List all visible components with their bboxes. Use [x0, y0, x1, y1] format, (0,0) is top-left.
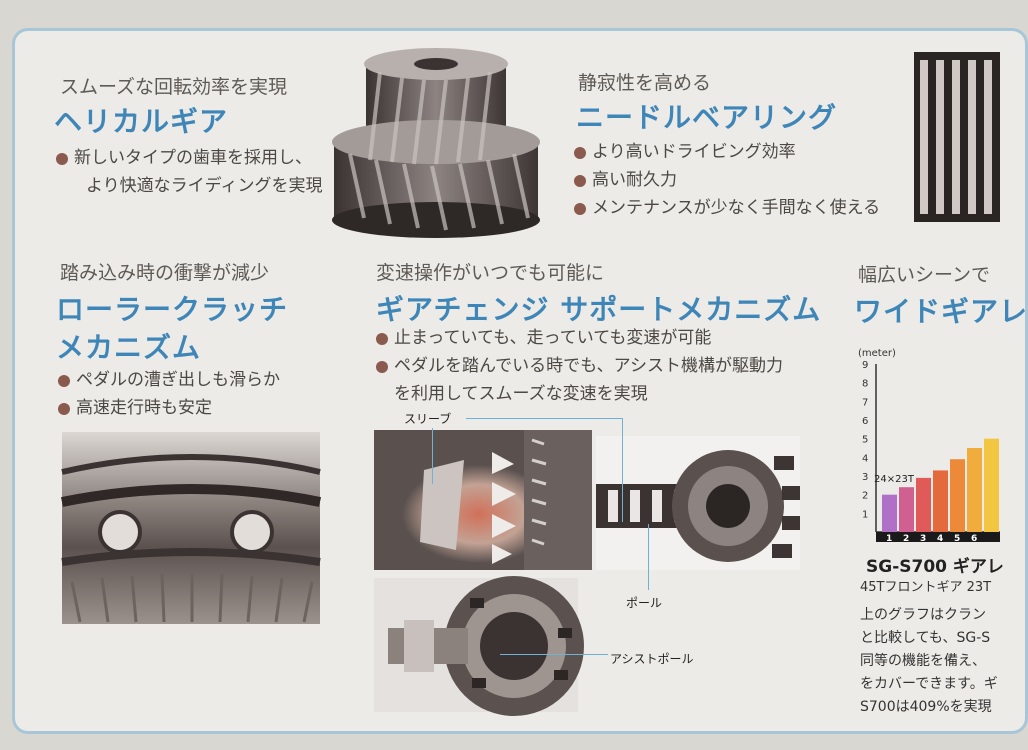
needle-bullet-1: より高いドライビング効率 [574, 138, 880, 166]
chart-ytick-8: 8 [862, 379, 868, 390]
assist-pole-photo [374, 576, 584, 716]
chart-ytick-3: 3 [862, 472, 868, 483]
needle-bullet-2: 高い耐久力 [574, 166, 880, 194]
chart-ylabel: (meter) [858, 348, 896, 359]
sleeve-leader-line [466, 418, 622, 419]
wide-paragraph-line-4: をカバーできます。ギ [860, 676, 998, 692]
chart-bar-7 [984, 438, 999, 532]
helical-subtitle: スムーズな回転効率を実現 [60, 76, 288, 98]
chart-bar-2 [899, 487, 914, 532]
roller-bullets: ペダルの漕ぎ出しも滑らか 高速走行時も安定 [58, 366, 280, 422]
needle-subtitle: 静寂性を高める [578, 72, 712, 94]
roller-bullet-2: 高速走行時も安定 [58, 394, 280, 422]
chart-bar-1 [882, 494, 897, 532]
helical-bullet-1-cont: より快適なライディングを実現 [86, 176, 323, 196]
helical-bullets: 新しいタイプの歯車を採用し、 より快適なライディングを実現 [56, 144, 322, 200]
chart-xtick-1: 1 [886, 534, 892, 544]
roller-heading-2: メカニズム [56, 331, 202, 364]
needle-bullets: より高いドライビング効率 高い耐久力 メンテナンスが少なく手間なく使える [574, 138, 880, 222]
chart-bar-3 [916, 477, 931, 532]
wide-paragraph-line-3: 同等の機能を備え、 [860, 653, 986, 669]
wide-paragraph-line-5: S700は409%を実現 [860, 699, 992, 715]
chart-xtick-2: 2 [903, 534, 909, 544]
chart-xtick-5: 5 [954, 534, 960, 544]
gear-ratio-chart: (meter) 9 8 7 6 5 4 3 2 1 24×23T 1 2 3 4 5 6 [858, 348, 1000, 544]
wide-paragraph: 上のグラフはクラン と比較しても、SG-S 同等の機能を備え、 をカバーできます… [860, 604, 998, 719]
assist-pole-leader-line [500, 654, 608, 655]
chart-caption: 45Tフロントギア 23T [860, 580, 992, 595]
wide-paragraph-line-2: と比較しても、SG-S [860, 630, 991, 646]
roller-bullet-1: ペダルの漕ぎ出しも滑らか [58, 366, 280, 394]
chart-y-ticks: 9 8 7 6 5 4 3 2 1 [862, 360, 868, 520]
chart-title: SG-S700 ギアレ [866, 557, 1004, 577]
chart-xtick-4: 4 [937, 534, 943, 544]
roller-subtitle: 踏み込み時の衝撃が減少 [60, 262, 270, 284]
chart-ytick-2: 2 [862, 491, 868, 502]
assist-pole-label: アシストポール [610, 652, 694, 666]
helical-bullet-1: 新しいタイプの歯車を採用し、 [56, 144, 322, 172]
chart-annotation: 24×23T [874, 474, 915, 485]
chart-xtick-3: 3 [920, 534, 926, 544]
roller-clutch-photo [61, 432, 321, 624]
gearchange-bullet-2-cont: を利用してスムーズな変速を実現 [394, 384, 648, 404]
sleeve-leader-line-down [622, 418, 623, 522]
chart-bar-4 [933, 470, 948, 532]
gearchange-heading: ギアチェンジ サポートメカニズム [376, 293, 822, 326]
wide-subtitle: 幅広いシーンで [858, 264, 991, 286]
chart-xtick-6: 6 [971, 534, 977, 544]
helical-heading: ヘリカルギア [54, 105, 229, 138]
pole-label: ポール [626, 596, 663, 610]
helical-gear-illustration [332, 48, 540, 238]
roller-heading-1: ローラークラッチ [56, 293, 289, 326]
chart-ytick-7: 7 [862, 397, 868, 408]
needle-heading: ニードルベアリング [576, 101, 838, 134]
gearchange-bullets: 止まっていても、走っていても変速が可能 ペダルを踏んでいる時でも、アシスト機構が… [376, 324, 783, 408]
chart-ytick-4: 4 [862, 453, 868, 464]
sleeve-label: スリーブ [404, 412, 452, 426]
chart-ytick-1: 1 [862, 509, 868, 520]
chart-ytick-5: 5 [862, 435, 868, 446]
pole-photo [596, 436, 800, 570]
sleeve-leader-line-left [432, 428, 433, 484]
sleeve-photo [374, 430, 592, 570]
needle-bullet-3: メンテナンスが少なく手間なく使える [574, 194, 880, 222]
wide-heading: ワイドギアレ [854, 295, 1028, 328]
chart-x-ticks: 1 2 3 4 5 6 [886, 534, 977, 544]
gearchange-bullet-2: ペダルを踏んでいる時でも、アシスト機構が駆動力 [376, 352, 783, 380]
chart-ytick-6: 6 [862, 416, 868, 427]
chart-ytick-9: 9 [862, 360, 868, 371]
gearchange-bullet-1: 止まっていても、走っていても変速が可能 [376, 324, 783, 352]
wide-paragraph-line-1: 上のグラフはクラン [860, 607, 986, 623]
pole-leader-line [648, 524, 649, 590]
chart-bar-5 [950, 459, 965, 532]
chart-bar-6 [967, 448, 982, 532]
needle-bearing-illustration [914, 52, 1000, 222]
gearchange-subtitle: 変速操作がいつでも可能に [376, 262, 605, 284]
chart-bars [882, 438, 999, 532]
